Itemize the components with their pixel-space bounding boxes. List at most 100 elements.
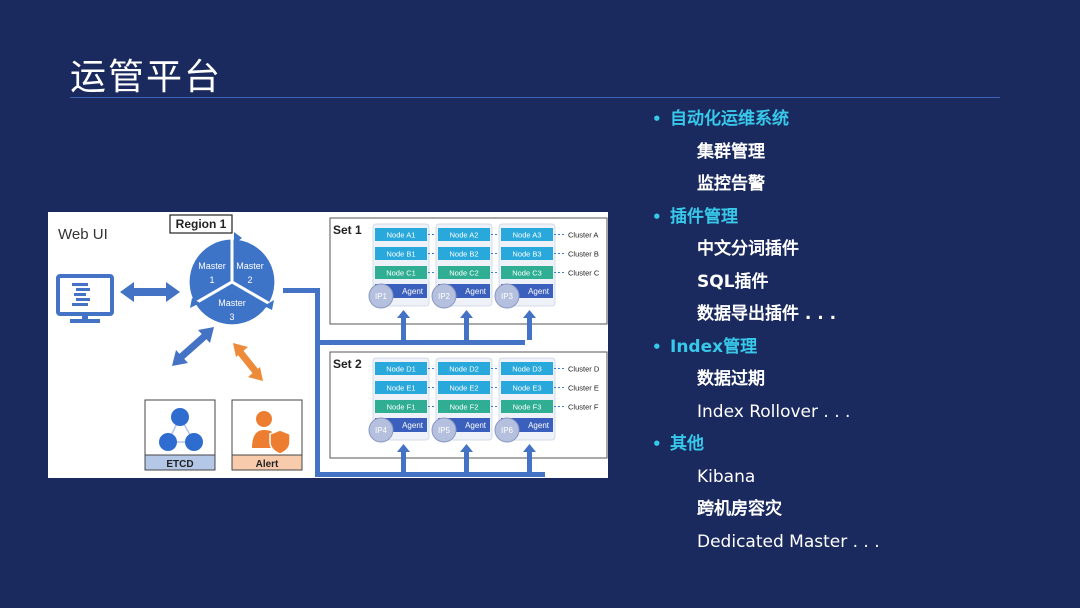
node-label: Node F3 — [513, 403, 542, 412]
bullet-text: Index管理 — [670, 336, 758, 357]
node-label: Node C2 — [449, 269, 479, 278]
etcd-label: ETCD — [166, 459, 193, 470]
set-uplink-shaft — [401, 318, 406, 340]
node-label: Node E1 — [386, 384, 415, 393]
master-2-num: 2 — [247, 275, 252, 285]
bullet-subitem: 跨机房容灾 — [697, 494, 782, 524]
node-box — [375, 400, 427, 413]
node-box — [438, 400, 490, 413]
ip-circle — [494, 417, 520, 443]
cluster-label: Cluster E — [568, 384, 599, 393]
cluster-label: Cluster D — [568, 365, 600, 374]
node-box — [438, 266, 490, 279]
ip-circle — [368, 283, 394, 309]
webui-master-arrow — [120, 282, 180, 302]
ip-label: IP1 — [375, 292, 388, 301]
set-uplink-arrowhead — [460, 310, 473, 318]
node-box — [501, 400, 553, 413]
bullet-text: 其他 — [670, 434, 704, 454]
node-label: Node A2 — [450, 231, 479, 240]
ip-circle — [494, 283, 520, 309]
node-label: Node D3 — [512, 365, 542, 374]
node-label: Node B2 — [449, 250, 478, 259]
etcd-icon — [159, 408, 203, 451]
bullet-dot-icon: • — [652, 435, 662, 453]
bullet-text: 中文分词插件 — [697, 239, 799, 259]
master-cluster — [186, 232, 278, 328]
bullet-subitem: 数据过期 — [697, 364, 765, 394]
node-box — [375, 381, 427, 394]
bullet-subitem: SQL插件 — [697, 267, 769, 297]
cluster-label: Cluster C — [568, 269, 600, 278]
alert-user-icon — [252, 411, 291, 455]
bullet-text: 插件管理 — [670, 206, 738, 227]
agent-label: Agent — [528, 287, 550, 296]
monitor-icon — [56, 274, 114, 323]
bullet-text: Dedicated Master . . . — [697, 531, 880, 552]
set-uplink-shaft — [527, 318, 532, 340]
title-divider — [70, 97, 1000, 98]
bullet-text: 数据过期 — [697, 369, 765, 389]
bullet-subitem: 监控告警 — [697, 169, 765, 199]
node-label: Node F2 — [450, 403, 479, 412]
node-box — [501, 362, 553, 375]
node-box — [438, 362, 490, 375]
set-label: Set 1 — [333, 223, 362, 237]
cluster-label: Cluster A — [568, 231, 598, 240]
bullet-text: 数据导出插件 . . . — [697, 304, 837, 324]
agent-label: Agent — [402, 421, 424, 430]
bullet-subitem: Kibana — [697, 462, 755, 492]
ip-label: IP4 — [375, 426, 388, 435]
bullet-text: SQL插件 — [697, 271, 769, 292]
ip-circle — [431, 417, 457, 443]
ip-label: IP3 — [501, 292, 514, 301]
node-label: Node D2 — [449, 365, 479, 374]
bullet-dot-icon: • — [652, 337, 662, 356]
node-box — [501, 381, 553, 394]
agent-label: Agent — [465, 421, 487, 430]
etcd-card: ETCD — [144, 399, 216, 471]
bullet-subitem: 集群管理 — [697, 137, 765, 167]
bullet-text: 监控告警 — [697, 174, 765, 194]
bullet-dot-icon: • — [652, 110, 662, 128]
node-label: Node E3 — [512, 384, 541, 393]
set-uplink-arrowhead — [523, 310, 536, 318]
set-uplink-arrowhead — [460, 444, 473, 452]
architecture-diagram: Web UI Region 1 Master 1 Master — [48, 212, 608, 478]
alert-label: Alert — [256, 459, 279, 470]
bullet-text: Index Rollover . . . — [697, 401, 851, 422]
set-uplink-shaft — [527, 452, 532, 472]
node-box — [438, 247, 490, 260]
node-label: Node E2 — [449, 384, 478, 393]
node-label: Node B3 — [512, 250, 541, 259]
node-label: Node C3 — [512, 269, 542, 278]
bullet-text: Kibana — [697, 466, 756, 487]
node-box — [375, 266, 427, 279]
slide-title: 运管平台 — [70, 57, 223, 98]
bullet-heading: • 其他 — [652, 429, 704, 459]
ip-label: IP6 — [501, 426, 514, 435]
bullet-heading: •自动化运维系统 — [652, 104, 789, 134]
master-1-name: Master — [198, 261, 226, 271]
region-box — [169, 214, 233, 234]
node-label: Node D1 — [386, 365, 416, 374]
master-alert-arrow — [233, 343, 263, 381]
node-box — [501, 228, 553, 241]
bullet-text: 集群管理 — [697, 141, 765, 162]
master-sets-connector — [283, 288, 545, 477]
cluster-label: Cluster F — [568, 403, 599, 412]
ip-label: IP5 — [438, 426, 451, 435]
bullet-subitem: 数据导出插件 . . . — [697, 299, 836, 329]
bullet-subitem: Dedicated Master . . . — [697, 527, 880, 557]
bullet-heading: • Index管理 — [652, 332, 757, 362]
ip-label: IP2 — [438, 292, 451, 301]
alert-card: Alert — [231, 399, 303, 471]
node-box — [375, 228, 427, 241]
node-label: Node B1 — [386, 250, 415, 259]
ip-circle — [368, 417, 394, 443]
node-label: Node C1 — [386, 269, 416, 278]
bullet-subitem: Index Rollover . . . — [697, 397, 850, 427]
agent-label: Agent — [402, 287, 424, 296]
